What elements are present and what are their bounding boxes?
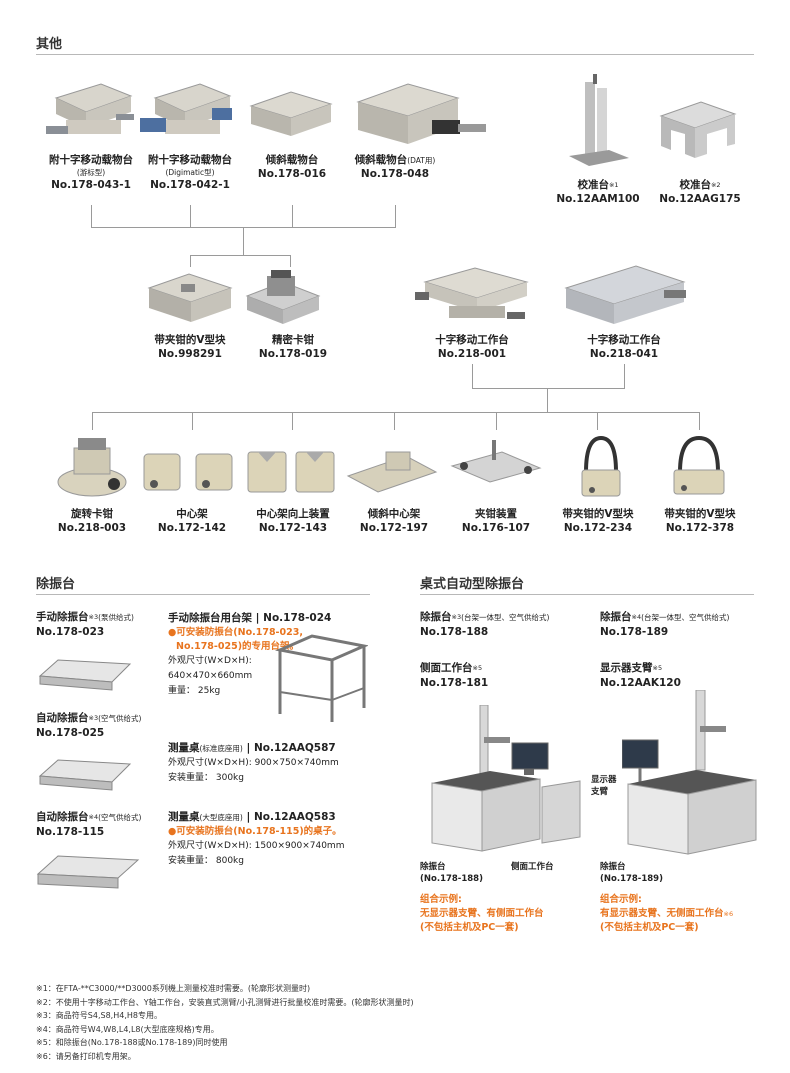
vib-auto1-block: 自动除振台※3(空气供给式) No.178-025 [36,712,142,739]
product-label-172-143: 中心架向上装置 No.172-143 [256,508,330,534]
footnote: ※3：商品符号S4,S8,H4,H8专用。 [36,1011,162,1020]
desk-d-block: 显示器支臂※5 No.12AAK120 [600,662,681,689]
product-image-12aam100 [569,74,629,166]
product-label-178-043-1: 附十字移动载物台 (游标型) No.178-043-1 [49,154,133,191]
section-title-other: 其他 [36,37,63,52]
product-image-178-019 [245,270,321,324]
product-image-172-143 [247,451,335,493]
desk-a-block: 除振台※3(台架一体型、空气供给式) No.178-188 [420,611,550,638]
product-image-178-048 [356,83,486,144]
product-image-12aag175 [659,101,737,158]
connector-line [92,412,93,430]
section-title-vibration: 除振台 [36,577,76,592]
connector-line [91,205,92,227]
section-rule [420,594,754,595]
product-label-176-107: 夹钳装置 No.176-107 [461,508,531,534]
connector-line [547,388,548,412]
connector-line [699,412,700,430]
desk-b-block: 除振台※4(台架一体型、空气供给式) No.178-189 [600,611,730,638]
product-label-12aag175: 校准台※2 No.12AAG175 [659,179,741,205]
product-label-172-142: 中心架 No.172-142 [157,508,227,534]
combo-example-b: 组合示例: 有显示器支臂、无侧面工作台※6 (不包括主机及PC一套) [600,894,734,933]
section-rule [36,54,754,55]
stand-image-178-024 [274,634,368,722]
product-label-178-019: 精密卡钳 No.178-019 [258,334,328,360]
product-label-172-197: 倾斜中心架 No.172-197 [359,508,429,534]
product-image-172-197 [346,451,438,493]
connector-line [394,412,395,430]
connector-line [292,412,293,430]
product-image-176-107 [450,440,542,483]
footnote: ※6：请另备打印机专用架。 [36,1051,136,1061]
product-label-172-378: 带夹钳的V型块 No.172-378 [664,508,736,534]
footnote: ※2：不使用十字移动工作台、Y轴工作台，安装直式测臂/小孔测臂进行批量校准时需要… [36,997,414,1007]
product-label-218-003: 旋转卡钳 No.218-003 [57,508,127,534]
vib-manual-block: 手动除振台※3(泵供给式) No.178-023 [36,611,134,638]
machine-image-178-189 [622,690,757,855]
desk-c-block: 侧面工作台※5 No.178-181 [420,662,489,689]
vibration-plate-image-178-023 [38,659,132,691]
product-image-218-003 [57,438,127,497]
product-label-218-041: 十字移动工作台 No.218-041 [587,334,661,360]
product-label-178-042-1: 附十字移动载物台 (Digimatic型) No.178-042-1 [148,154,232,191]
section-rule [36,594,370,595]
product-image-178-043-1 [46,83,134,134]
footnote: ※1：在FTA-**C3000/**D3000系列機上测量校准时需要。(轮廓形状… [36,984,311,993]
connector-line [395,205,396,227]
callout-vibration-b: 除振台 (No.178-189) [600,862,663,884]
connector-line [190,255,191,267]
product-label-178-048: 倾斜载物台(DAT用) No.178-048 [354,154,436,180]
connector-line [190,205,191,227]
callout-side-table: 侧面工作台 [511,862,554,872]
callout-monitor-arm: 显示器 支臂 [591,775,617,797]
vibration-plate-image-178-115 [36,855,140,889]
product-label-178-016: 倾斜载物台 No.178-016 [257,154,327,180]
footnote: ※5：和除振台(No.178-188或No.178-189)同时使用 [36,1038,228,1047]
connector-line [472,388,625,389]
callout-vibration-a: 除振台 (No.178-188) [420,862,483,884]
connector-line [597,412,598,430]
footnote: ※4：商品符号W4,W8,L4,L8(大型底座规格)专用。 [36,1024,219,1034]
product-label-998291: 带夹钳的V型块 No.998291 [154,334,226,360]
product-image-998291 [147,273,233,322]
product-image-178-016 [249,91,333,136]
connector-line [624,364,625,388]
combo-example-a: 组合示例: 无显示器支臂、有侧面工作台 (不包括主机及PC一套) [420,894,544,933]
product-label-218-001: 十字移动工作台 No.218-001 [435,334,509,360]
connector-line [472,364,473,388]
connector-line [496,412,497,430]
vib-auto2-block: 自动除振台※4(空气供给式) No.178-115 [36,811,142,838]
product-image-172-378 [673,435,725,495]
product-label-172-234: 带夹钳的V型块 No.172-234 [562,508,634,534]
connector-line [292,205,293,227]
connector-line [243,227,244,255]
connector-line [192,412,193,430]
product-image-218-001 [415,267,529,319]
connector-line [92,412,700,413]
product-image-178-042-1 [140,83,232,134]
product-image-172-234 [581,435,621,497]
table2-block: 测量桌(大型底座用) | No.12AAQ583 ●可安装防振台(No.178-… [168,811,345,866]
product-label-12aam100: 校准台※1 No.12AAM100 [556,179,640,205]
machine-image-178-188 [431,705,581,852]
product-image-172-142 [143,453,233,491]
footnotes: ※1：在FTA-**C3000/**D3000系列機上测量校准时需要。(轮廓形状… [36,982,414,1063]
table1-block: 测量桌(标准底座用) | No.12AAQ587 外观尺寸(W×D×H): 90… [168,742,339,783]
vibration-plate-image-178-025 [38,759,132,791]
stand-block: 手动除振台用台架 | No.178-024 ●可安装防振台(No.178-023… [168,612,332,696]
connector-line [190,255,291,256]
product-image-218-041 [564,265,686,324]
section-title-desktop: 桌式自动型除振台 [420,577,525,592]
connector-line [290,255,291,267]
